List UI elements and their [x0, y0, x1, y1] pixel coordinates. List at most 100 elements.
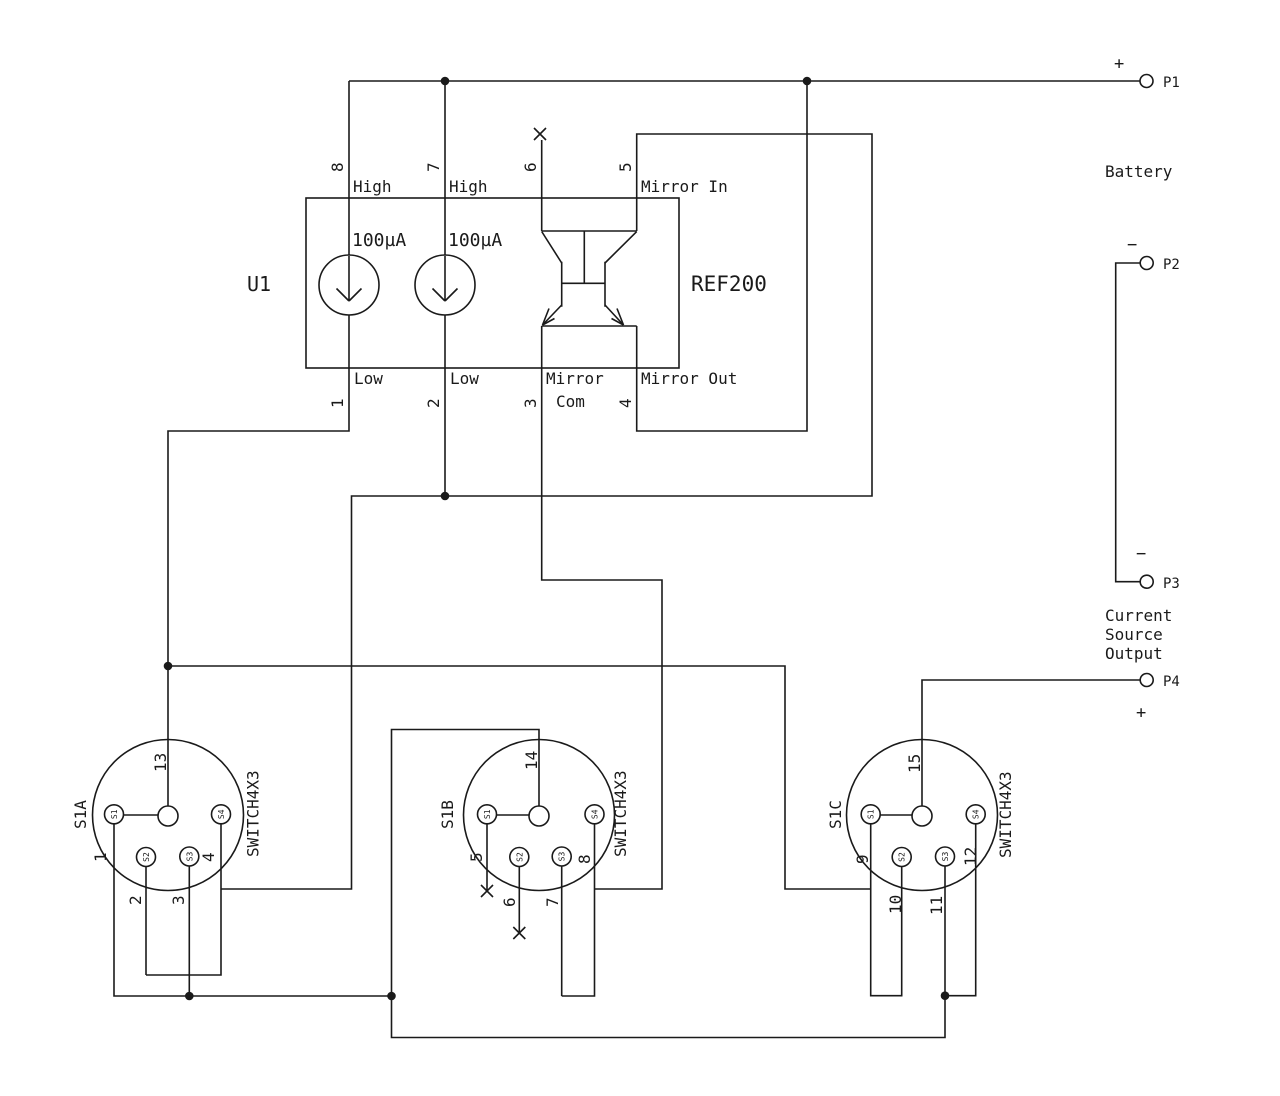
switch-s1b[interactable]: S1 S2 S3 S4 S1B SWITCH4X3 14 5 6 7 8 [438, 738, 630, 908]
battery-label: Battery [1105, 162, 1173, 181]
current-arrow-icon [431, 256, 459, 302]
port-circle[interactable] [1139, 574, 1154, 590]
switch-body [91, 738, 245, 892]
contact-label: S4 [972, 809, 981, 819]
port-circle[interactable] [1139, 255, 1154, 271]
contact-s4[interactable] [210, 803, 232, 825]
ic-body [305, 197, 680, 369]
ic-pin-names: High High Mirror In Low Low Mirror Com M… [353, 177, 737, 411]
port-circle[interactable] [1139, 672, 1154, 688]
arrow-icon [611, 308, 625, 326]
switch-designator: S1B [438, 800, 457, 829]
pin-number: 2 [424, 398, 443, 408]
annotations: Battery Current Source Output [1105, 162, 1173, 663]
wire-pin1-s1a-common [167, 315, 350, 806]
pin-number: 1 [328, 398, 347, 408]
polarity-plus: + [1136, 703, 1146, 723]
wire-s1c-s1-s2 [869, 823, 903, 997]
pin-number: 5 [616, 162, 635, 172]
port-p2[interactable]: − P2 [1127, 235, 1180, 273]
contact-s2[interactable] [508, 846, 530, 868]
pin-number: 9 [853, 854, 872, 864]
switch-type: SWITCH4X3 [244, 770, 263, 857]
pin-number: 6 [500, 897, 519, 907]
junction-dot [185, 991, 194, 1001]
output-label-line3: Output [1105, 644, 1163, 663]
port-label: P1 [1163, 75, 1180, 91]
switch-type: SWITCH4X3 [611, 770, 630, 857]
junction-dot [940, 991, 950, 1000]
transistor-emitters [541, 230, 638, 264]
port-p1[interactable]: + P1 [1114, 54, 1180, 91]
contact-s4[interactable] [584, 803, 605, 825]
ref200-ic[interactable]: U1 REF200 100µA 100µA 8 [247, 81, 767, 411]
wire-mirror-com [540, 326, 663, 890]
junction-dot [802, 76, 812, 86]
current-mirror [541, 230, 638, 327]
output-label-line2: Source [1105, 625, 1163, 644]
port-label: P2 [1163, 257, 1180, 273]
wire-bottom-rail [390, 995, 946, 1039]
wire-mirror-in-loop [221, 133, 873, 890]
arrow-icon [541, 308, 555, 326]
pin-number: 7 [543, 897, 562, 907]
base-tie [561, 231, 605, 285]
polarity-minus: − [1136, 544, 1146, 564]
contact-label: S1 [867, 809, 876, 819]
contact-label: S3 [558, 852, 567, 862]
switch-s1c[interactable]: S1 S2 S3 S4 S1C SWITCH4X3 15 9 10 11 12 [826, 738, 1015, 916]
contact-s3[interactable] [179, 846, 200, 867]
pin-number: 10 [886, 895, 905, 914]
nc-x-icon [533, 127, 547, 141]
contact-s2[interactable] [891, 846, 913, 868]
port-circle[interactable] [1139, 73, 1154, 89]
contact-s3[interactable] [934, 846, 956, 867]
switch-rotor [911, 805, 933, 827]
ic-part-number: REF200 [691, 272, 767, 296]
pin-number: 4 [199, 852, 218, 862]
contact-label: S2 [515, 852, 524, 862]
contact-label: S4 [591, 809, 600, 819]
transistor-base-bars [560, 261, 606, 307]
wire-s1b-common-loop [390, 728, 540, 996]
junction-dot [440, 491, 450, 501]
contact-s1[interactable] [476, 803, 498, 825]
wire-p2-p3-link [1114, 262, 1141, 583]
wires [113, 80, 1141, 1039]
current-arrow-icon [335, 256, 363, 302]
wire-rail-to-s1c [168, 665, 871, 890]
pin-name: Low [450, 369, 479, 388]
nc-x-icon [480, 884, 494, 898]
ic-designator: U1 [247, 272, 271, 296]
contact-s3[interactable] [551, 846, 573, 867]
junction-dot [440, 76, 450, 86]
transistor-collectors [541, 304, 625, 326]
switch-rotor [528, 805, 550, 827]
contact-s4[interactable] [965, 803, 987, 825]
wire-s1c-s3-s4 [944, 823, 977, 997]
contact-s1[interactable] [860, 803, 882, 825]
nc-x-icon [512, 926, 526, 940]
port-p4[interactable]: P4 + [1136, 672, 1180, 724]
pin-number: 3 [521, 398, 540, 408]
pin-number: 2 [126, 895, 145, 905]
polarity-plus: + [1114, 54, 1124, 74]
junction-dot [387, 991, 396, 1001]
pin-number: 4 [616, 398, 635, 408]
port-p3[interactable]: − P3 [1136, 544, 1180, 592]
contact-label: S3 [941, 852, 950, 862]
switch-s1a[interactable]: S1 S2 S3 S4 S1A SWITCH4X3 13 1 2 3 4 [71, 738, 263, 906]
pin-number: 8 [575, 854, 594, 864]
contact-label: S3 [185, 852, 194, 862]
pin-name: High [353, 177, 392, 196]
pin-number: 1 [91, 852, 110, 862]
contact-label: S4 [217, 809, 226, 819]
pin-name: Com [556, 392, 585, 411]
pin-name: Mirror In [641, 177, 728, 196]
contact-label: S2 [898, 852, 907, 862]
contact-s2[interactable] [135, 846, 157, 868]
pin-name: Mirror [546, 369, 604, 388]
pin-number: 7 [424, 162, 443, 172]
contact-s1[interactable] [103, 803, 125, 825]
